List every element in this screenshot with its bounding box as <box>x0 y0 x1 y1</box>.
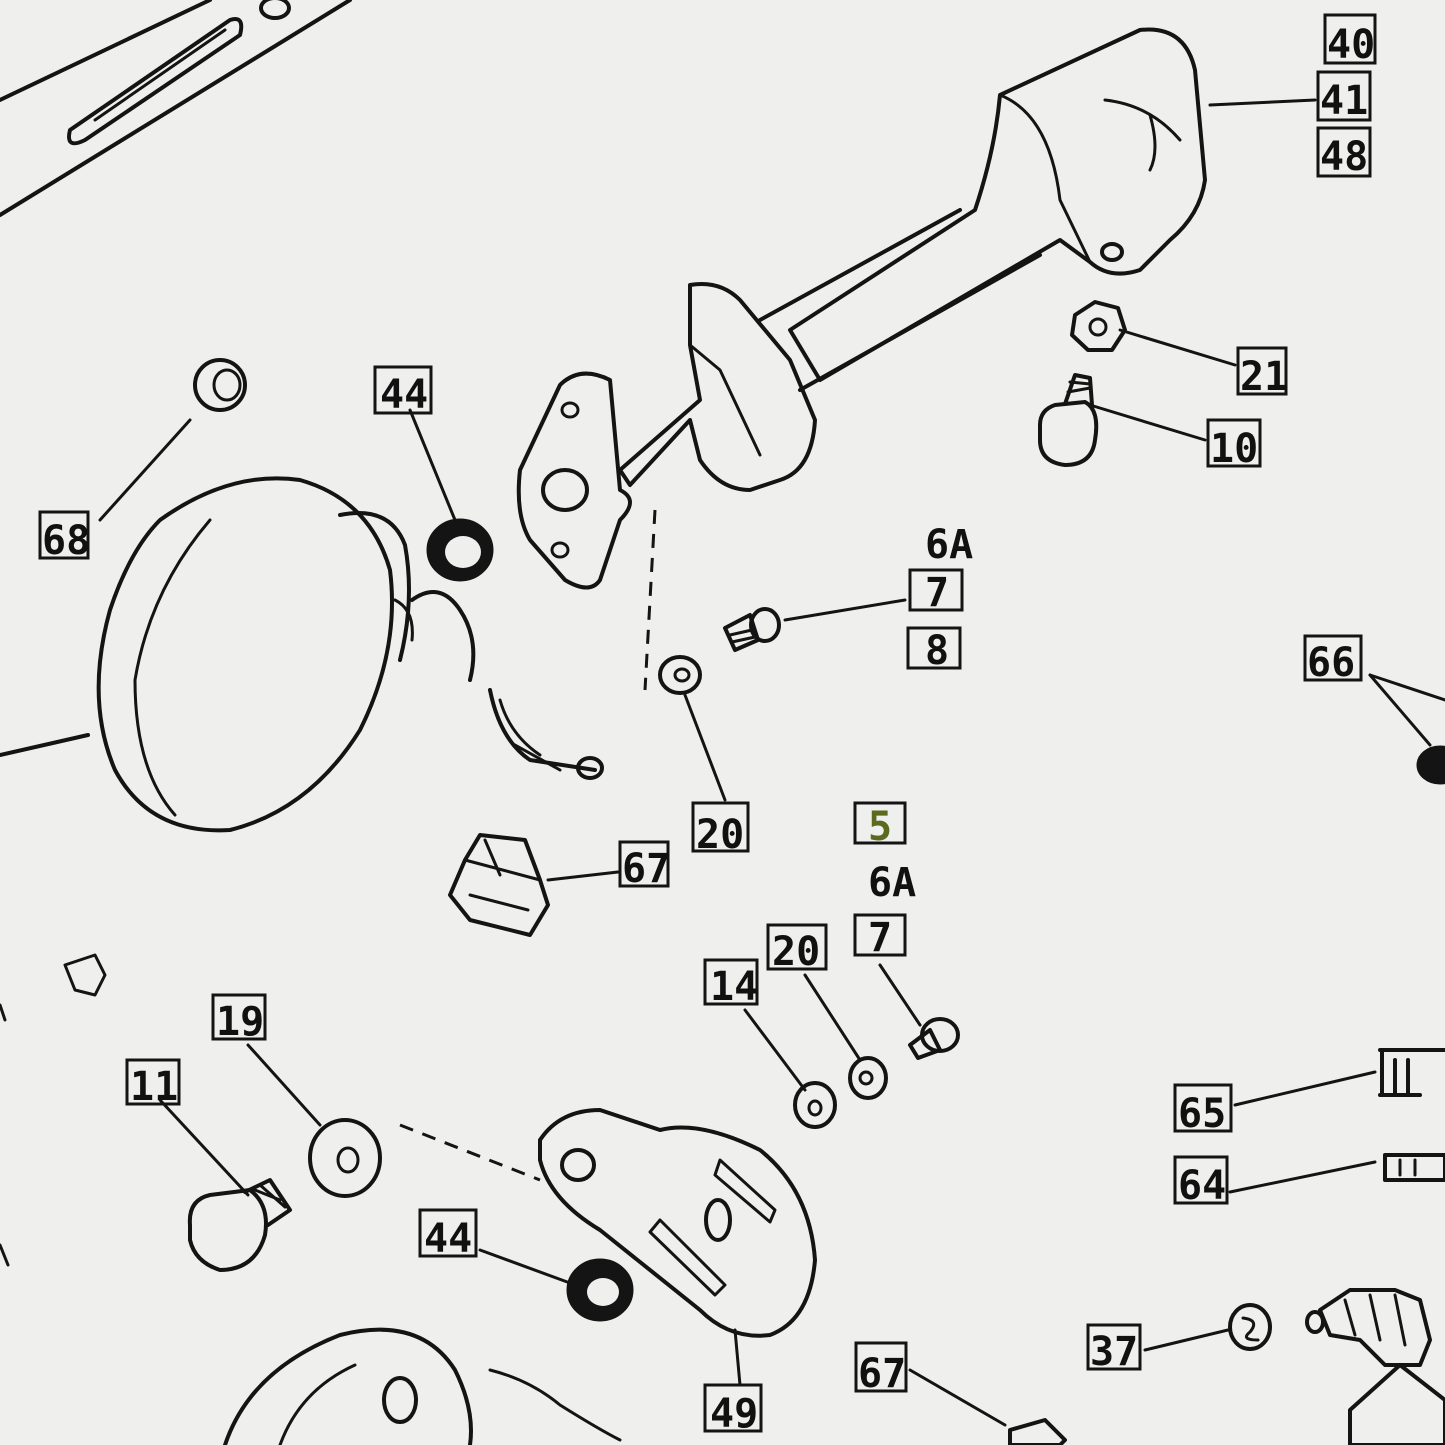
leader-lines <box>0 98 1445 1427</box>
arm-bracket <box>516 27 1207 590</box>
bolt-11 <box>187 1178 292 1272</box>
callout-21: 21 <box>1240 354 1288 400</box>
callout-6a-mid: 6A <box>868 860 916 906</box>
callout-labels: 40 41 48 21 10 44 68 6A 7 8 66 20 5 6A 6… <box>42 22 1375 1437</box>
callout-boxes <box>38 13 1377 1433</box>
callout-19: 19 <box>216 999 264 1045</box>
clip-67-upper <box>448 833 550 937</box>
part-37 <box>1228 1303 1272 1351</box>
callout-68: 68 <box>42 518 90 564</box>
callout-49: 49 <box>710 1391 758 1437</box>
callout-37: 37 <box>1090 1329 1138 1375</box>
callout-6a-top: 6A <box>925 522 973 568</box>
callout-14: 14 <box>710 964 758 1010</box>
callout-65: 65 <box>1178 1091 1226 1137</box>
callout-11: 11 <box>130 1064 178 1110</box>
callout-7-mid: 7 <box>868 915 892 961</box>
callout-44-upper: 44 <box>380 372 428 418</box>
screw-6a-7-8 <box>723 607 781 652</box>
rail-bracket <box>0 0 352 217</box>
washer-14 <box>793 1081 837 1129</box>
part-65 <box>1378 1048 1445 1097</box>
part-66 <box>1416 745 1445 785</box>
hand-icon <box>63 953 107 997</box>
nut-21 <box>1070 300 1127 352</box>
washer-19 <box>308 1118 541 1198</box>
headlamp-lower <box>223 1327 622 1445</box>
callout-66: 66 <box>1307 640 1355 686</box>
callout-40: 40 <box>1327 22 1375 68</box>
screw-7-mid <box>908 1017 960 1060</box>
callout-10: 10 <box>1210 426 1258 472</box>
callout-64: 64 <box>1178 1163 1226 1209</box>
base-plate-49 <box>538 1108 817 1338</box>
washer-20-mid <box>848 1056 888 1100</box>
part-64 <box>1383 1153 1445 1182</box>
callout-5: 5 <box>868 804 892 850</box>
callout-67-upper: 67 <box>622 846 670 892</box>
callout-7-top: 7 <box>925 570 949 616</box>
switch-assembly <box>1305 1288 1445 1445</box>
assembly-line <box>643 509 657 691</box>
callout-67-lower: 67 <box>858 1351 906 1397</box>
clip-67-lower <box>1008 1418 1067 1445</box>
grommet-44-upper <box>426 518 494 582</box>
headlamp <box>0 476 604 833</box>
grommet-44-lower <box>566 1258 634 1322</box>
callout-20-top: 20 <box>696 812 744 858</box>
callout-41: 41 <box>1320 78 1368 124</box>
washer-20-top <box>658 655 702 695</box>
callout-44-lower: 44 <box>424 1216 472 1262</box>
bolt-10 <box>1038 373 1099 467</box>
callout-8: 8 <box>925 628 949 674</box>
callout-48: 48 <box>1320 134 1368 180</box>
cap-68 <box>193 358 247 412</box>
callout-20-mid: 20 <box>772 929 820 975</box>
